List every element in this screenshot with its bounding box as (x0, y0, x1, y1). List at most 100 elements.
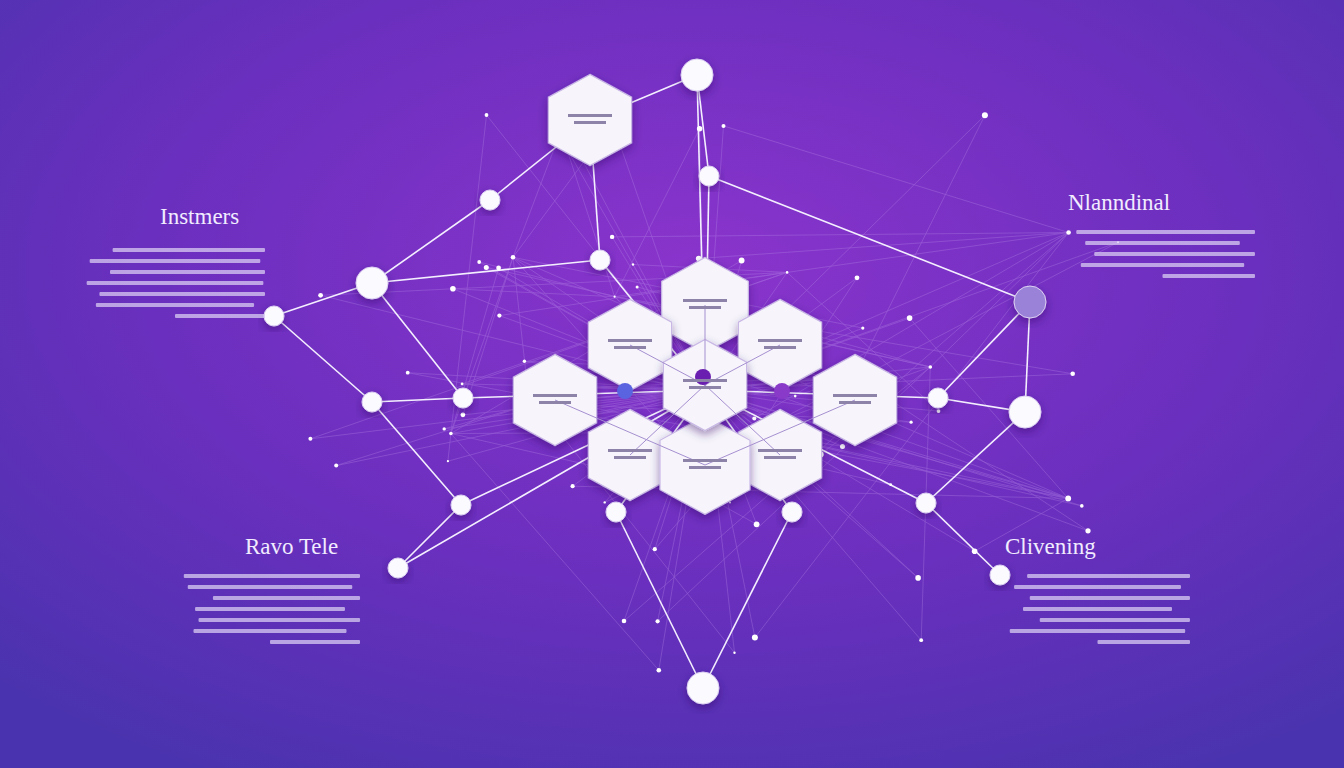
hex-text-line (758, 339, 802, 342)
hex-text-line (689, 306, 721, 309)
sparkle-dot (929, 365, 933, 369)
sparkle-dot (461, 383, 464, 386)
hex-text-line (758, 449, 802, 452)
body-text-line (99, 292, 265, 296)
mesh-line (699, 233, 1069, 259)
network-line (372, 402, 461, 505)
body-text-line (1023, 607, 1172, 611)
sparkle-dot (656, 619, 660, 623)
mesh-line (448, 434, 451, 462)
network-line (1025, 302, 1030, 412)
mesh-line (705, 242, 1118, 390)
hex-text-line (839, 401, 871, 404)
body-text-line (1094, 252, 1255, 256)
network-node (606, 502, 626, 522)
sparkle-dot (477, 260, 481, 264)
hex-text-line (683, 379, 727, 382)
sparkle-dot (752, 635, 758, 641)
body-text-line (270, 640, 360, 644)
network-line (926, 503, 1000, 575)
network-lines (274, 75, 1030, 688)
sparkle-dot (523, 360, 526, 363)
sparkle-dot (614, 296, 616, 298)
sparkle-dot (1065, 496, 1071, 502)
network-node (264, 306, 284, 326)
sparkle-dot (752, 417, 756, 421)
network-line (616, 512, 703, 688)
sparkle-dot (915, 575, 921, 581)
mesh-line (336, 403, 535, 466)
hexagon-cluster (513, 74, 896, 514)
sparkle-dot (308, 437, 312, 441)
network-line (709, 176, 1030, 302)
sparkle-dot (653, 547, 657, 551)
network-line (372, 283, 463, 398)
body-text-line (188, 585, 352, 589)
body-text-line (175, 314, 265, 318)
body-text-line (1085, 241, 1240, 245)
network-node (916, 493, 936, 513)
body-text-line (113, 248, 265, 252)
sparkle-dot (622, 619, 627, 624)
sparkle-dots (308, 112, 1119, 672)
mesh-line (705, 233, 1069, 391)
sparkle-dot (497, 314, 501, 318)
network-node (356, 267, 388, 299)
section-heading: Clivening (1005, 534, 1096, 559)
network-line (372, 260, 600, 283)
hex-text-line (764, 346, 796, 349)
mesh-line (724, 126, 1069, 233)
sparkle-dot (443, 427, 446, 430)
mesh-line (321, 295, 705, 390)
network-node (453, 388, 473, 408)
sparkle-dot (910, 421, 913, 424)
network-node (480, 190, 500, 210)
sparkle-dot (657, 668, 662, 673)
hex-text-line (574, 121, 606, 124)
sparkle-dot (982, 112, 988, 118)
accent-dot (695, 369, 711, 385)
hex-text-line (608, 339, 652, 342)
sparkle-dot (861, 327, 864, 330)
body-text-line (213, 596, 360, 600)
sparkle-dot (636, 285, 639, 288)
body-text-line (1163, 274, 1256, 278)
sparkle-dot (937, 409, 941, 413)
hex-text-line (533, 394, 577, 397)
sparkle-dot (855, 275, 860, 280)
section-heading: Instmers (160, 204, 239, 229)
mesh-line (451, 257, 513, 433)
body-text-line (1081, 263, 1244, 267)
sparkle-dot (907, 315, 913, 321)
sparkle-dot (610, 235, 614, 239)
hexagon (548, 74, 631, 165)
hex-text-line (568, 114, 612, 117)
mesh-line (705, 115, 985, 390)
sparkle-dot (1070, 372, 1075, 377)
text-lines (87, 230, 1255, 644)
network-node (699, 166, 719, 186)
sparkle-dot (733, 652, 735, 654)
sparkle-dot (511, 255, 516, 260)
section-heading: Ravo Tele (245, 534, 338, 559)
sparkle-dot (334, 464, 338, 468)
network-line (938, 302, 1030, 398)
sparkle-dot (406, 371, 410, 375)
body-text-line (1010, 629, 1185, 633)
sparkle-dot (1085, 528, 1090, 533)
sparkle-dot (754, 521, 760, 527)
network-node (782, 502, 802, 522)
hex-text-line (683, 299, 727, 302)
sparkle-dot (461, 412, 466, 417)
body-text-line (90, 259, 261, 263)
network-line (926, 412, 1025, 503)
mesh-line (930, 233, 1068, 368)
mesh-line (567, 149, 615, 297)
sparkle-dot (786, 271, 789, 274)
sparkle-dot (632, 263, 634, 265)
network-node (681, 59, 713, 91)
sparkle-dot (697, 126, 702, 131)
sparkle-dot (604, 501, 606, 503)
